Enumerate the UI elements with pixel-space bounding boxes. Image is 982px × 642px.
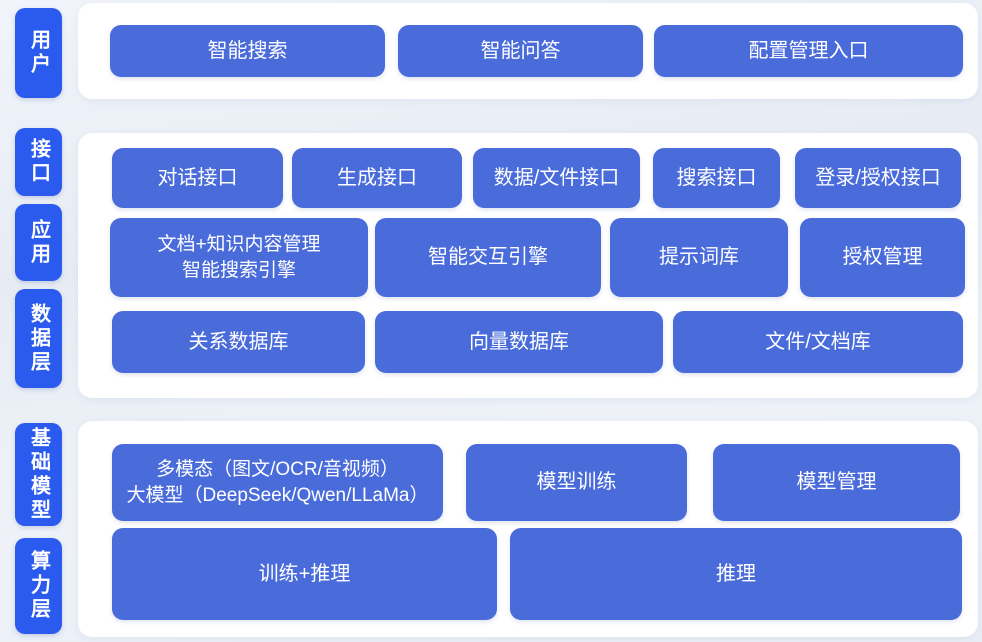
node-model-management: 模型管理 <box>713 444 960 521</box>
node-doc-knowledge-line1: 文档+知识内容管理 <box>157 233 321 255</box>
node-data-file-api: 数据/文件接口 <box>473 148 640 208</box>
layer-label-interface-text: 接口 <box>27 138 50 186</box>
layer-label-base-model-text: 基础模型 <box>27 426 50 523</box>
user-layer-panel: 智能搜索 智能问答 配置管理入口 <box>78 3 978 99</box>
node-inference: 推理 <box>510 528 962 620</box>
layer-label-data-text: 数据层 <box>27 302 50 375</box>
node-config-management-entry: 配置管理入口 <box>654 25 963 77</box>
node-dialog-api: 对话接口 <box>112 148 283 208</box>
node-search-api: 搜索接口 <box>653 148 780 208</box>
node-file-doc-store: 文件/文档库 <box>673 311 963 373</box>
node-train-plus-inference: 训练+推理 <box>112 528 497 620</box>
node-auth-management: 授权管理 <box>800 218 965 297</box>
node-prompt-library: 提示词库 <box>610 218 788 297</box>
node-relational-db: 关系数据库 <box>112 311 365 373</box>
node-smart-qa: 智能问答 <box>398 25 643 77</box>
node-multimodal-llm: 多模态（图文/OCR/音视频） 大模型（DeepSeek/Qwen/LLaMa） <box>112 444 443 521</box>
node-doc-knowledge-line2: 智能搜索引擎 <box>181 259 296 281</box>
node-multimodal-llm-line1: 多模态（图文/OCR/音视频） <box>156 458 399 480</box>
node-model-training: 模型训练 <box>466 444 687 521</box>
node-interaction-engine: 智能交互引擎 <box>375 218 601 297</box>
layer-label-compute: 算力层 <box>15 538 62 634</box>
layer-label-application-text: 应用 <box>27 218 50 267</box>
node-generate-api: 生成接口 <box>292 148 462 208</box>
layer-label-user-text: 用户 <box>27 29 50 77</box>
layer-label-data: 数据层 <box>15 289 62 388</box>
node-multimodal-llm-line2: 大模型（DeepSeek/Qwen/LLaMa） <box>126 484 429 506</box>
bottom-layers-panel: 多模态（图文/OCR/音视频） 大模型（DeepSeek/Qwen/LLaMa）… <box>78 421 978 637</box>
node-smart-search: 智能搜索 <box>110 25 385 77</box>
node-vector-db: 向量数据库 <box>375 311 663 373</box>
layer-label-user: 用户 <box>15 8 62 98</box>
node-login-auth-api: 登录/授权接口 <box>795 148 961 208</box>
middle-layers-panel: 对话接口 生成接口 数据/文件接口 搜索接口 登录/授权接口 文档+知识内容管理… <box>78 133 978 398</box>
node-doc-knowledge-search-engine: 文档+知识内容管理 智能搜索引擎 <box>110 218 368 297</box>
layer-label-compute-text: 算力层 <box>27 550 50 622</box>
layer-label-application: 应用 <box>15 204 62 281</box>
layer-label-base-model: 基础模型 <box>15 423 62 526</box>
layer-label-interface: 接口 <box>15 128 62 196</box>
